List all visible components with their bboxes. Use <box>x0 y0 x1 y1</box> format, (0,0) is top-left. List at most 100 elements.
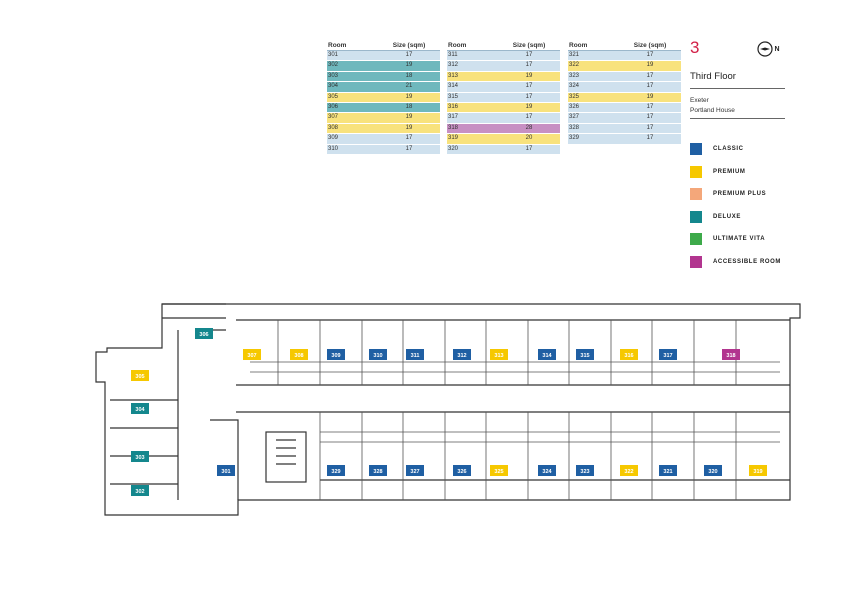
room-number: 321 <box>569 52 580 58</box>
room-number: 309 <box>328 135 339 142</box>
room-size: 17 <box>525 52 533 58</box>
room-number: 329 <box>569 135 580 142</box>
plan-partitions <box>250 320 780 500</box>
room-number: 301 <box>328 52 339 58</box>
room-label-302: 302 <box>131 485 149 496</box>
table-row: 328 17 <box>568 123 681 135</box>
room-label-315: 315 <box>576 349 594 360</box>
header-room: Room <box>448 42 467 49</box>
room-label-text: 321 <box>663 469 672 475</box>
table-row: 316 19 <box>447 102 560 114</box>
room-label-328: 328 <box>369 465 387 476</box>
room-number: 325 <box>569 93 580 100</box>
room-label-312: 312 <box>453 349 471 360</box>
room-label-text: 315 <box>580 353 589 359</box>
room-size: 19 <box>405 124 413 131</box>
room-number: 305 <box>328 93 339 100</box>
room-label-text: 308 <box>294 353 303 359</box>
room-label-box <box>538 349 556 360</box>
legend-swatch <box>690 165 702 178</box>
room-size: 18 <box>405 72 413 79</box>
room-label-box <box>659 465 677 476</box>
room-number: 318 <box>448 124 459 131</box>
room-label-text: 324 <box>542 469 552 475</box>
room-size: 19 <box>646 62 654 69</box>
compass-icon: N <box>757 41 780 57</box>
legend-swatch <box>690 255 702 268</box>
legend-swatch <box>690 143 702 156</box>
room-label-box <box>620 349 638 360</box>
room-label-text: 326 <box>457 469 466 475</box>
room-size: 19 <box>525 72 533 79</box>
room-label-308: 308 <box>290 349 308 360</box>
room-size: 17 <box>646 103 654 110</box>
room-label-text: 327 <box>410 469 419 475</box>
room-label-text: 311 <box>411 353 420 359</box>
room-label-box <box>327 465 345 476</box>
room-size: 17 <box>525 114 533 121</box>
room-number: 326 <box>569 103 580 110</box>
compass-letter: N <box>775 46 780 53</box>
room-label-box <box>369 349 387 360</box>
room-size: 17 <box>405 52 413 58</box>
divider <box>690 118 785 119</box>
room-label-text: 322 <box>624 469 633 475</box>
room-number: 316 <box>448 103 459 110</box>
table-row: 301 17 <box>327 51 440 62</box>
room-number: 302 <box>328 62 339 69</box>
room-size: 17 <box>646 124 654 131</box>
room-label-box <box>243 349 261 360</box>
room-label-303: 303 <box>131 451 149 462</box>
room-label-box <box>369 465 387 476</box>
room-label-306: 306 <box>195 328 213 339</box>
room-number: 315 <box>448 93 459 100</box>
room-label-314: 314 <box>538 349 556 360</box>
room-label-text: 320 <box>708 469 717 475</box>
room-number: 328 <box>569 124 580 131</box>
room-label-text: 312 <box>457 353 466 359</box>
legend-swatch <box>690 210 702 223</box>
room-number: 304 <box>328 83 339 90</box>
room-label-text: 314 <box>542 353 552 359</box>
room-label-box <box>131 485 149 496</box>
room-label-text: 325 <box>494 469 503 475</box>
legend-swatch <box>690 233 702 246</box>
room-label-326: 326 <box>453 465 471 476</box>
room-size: 19 <box>405 114 413 121</box>
room-label-text: 328 <box>373 469 382 475</box>
room-label-text: 302 <box>135 489 144 495</box>
legend-label: PREMIUM PLUS <box>713 191 767 198</box>
room-size: 17 <box>525 93 533 100</box>
legend-label: CLASSIC <box>713 146 744 153</box>
room-number: 320 <box>448 145 459 152</box>
room-number: 327 <box>569 114 580 121</box>
room-label-301: 301 <box>217 465 235 476</box>
room-label-box <box>406 349 424 360</box>
room-label-box <box>327 349 345 360</box>
room-label-327: 327 <box>406 465 424 476</box>
room-size: 17 <box>525 145 533 152</box>
room-label-box <box>722 349 740 360</box>
table-row: 320 17 <box>447 144 560 155</box>
room-label-box <box>217 465 235 476</box>
legend-swatch <box>690 188 702 201</box>
room-size: 19 <box>405 93 413 100</box>
floor-name: Third Floor <box>690 71 736 82</box>
room-label-box <box>290 349 308 360</box>
room-label-box <box>490 349 508 360</box>
room-size: 19 <box>646 93 654 100</box>
room-label-box <box>576 349 594 360</box>
room-number: 322 <box>569 62 580 69</box>
room-label-box <box>453 465 471 476</box>
room-label-309: 309 <box>327 349 345 360</box>
room-size: 19 <box>525 103 533 110</box>
